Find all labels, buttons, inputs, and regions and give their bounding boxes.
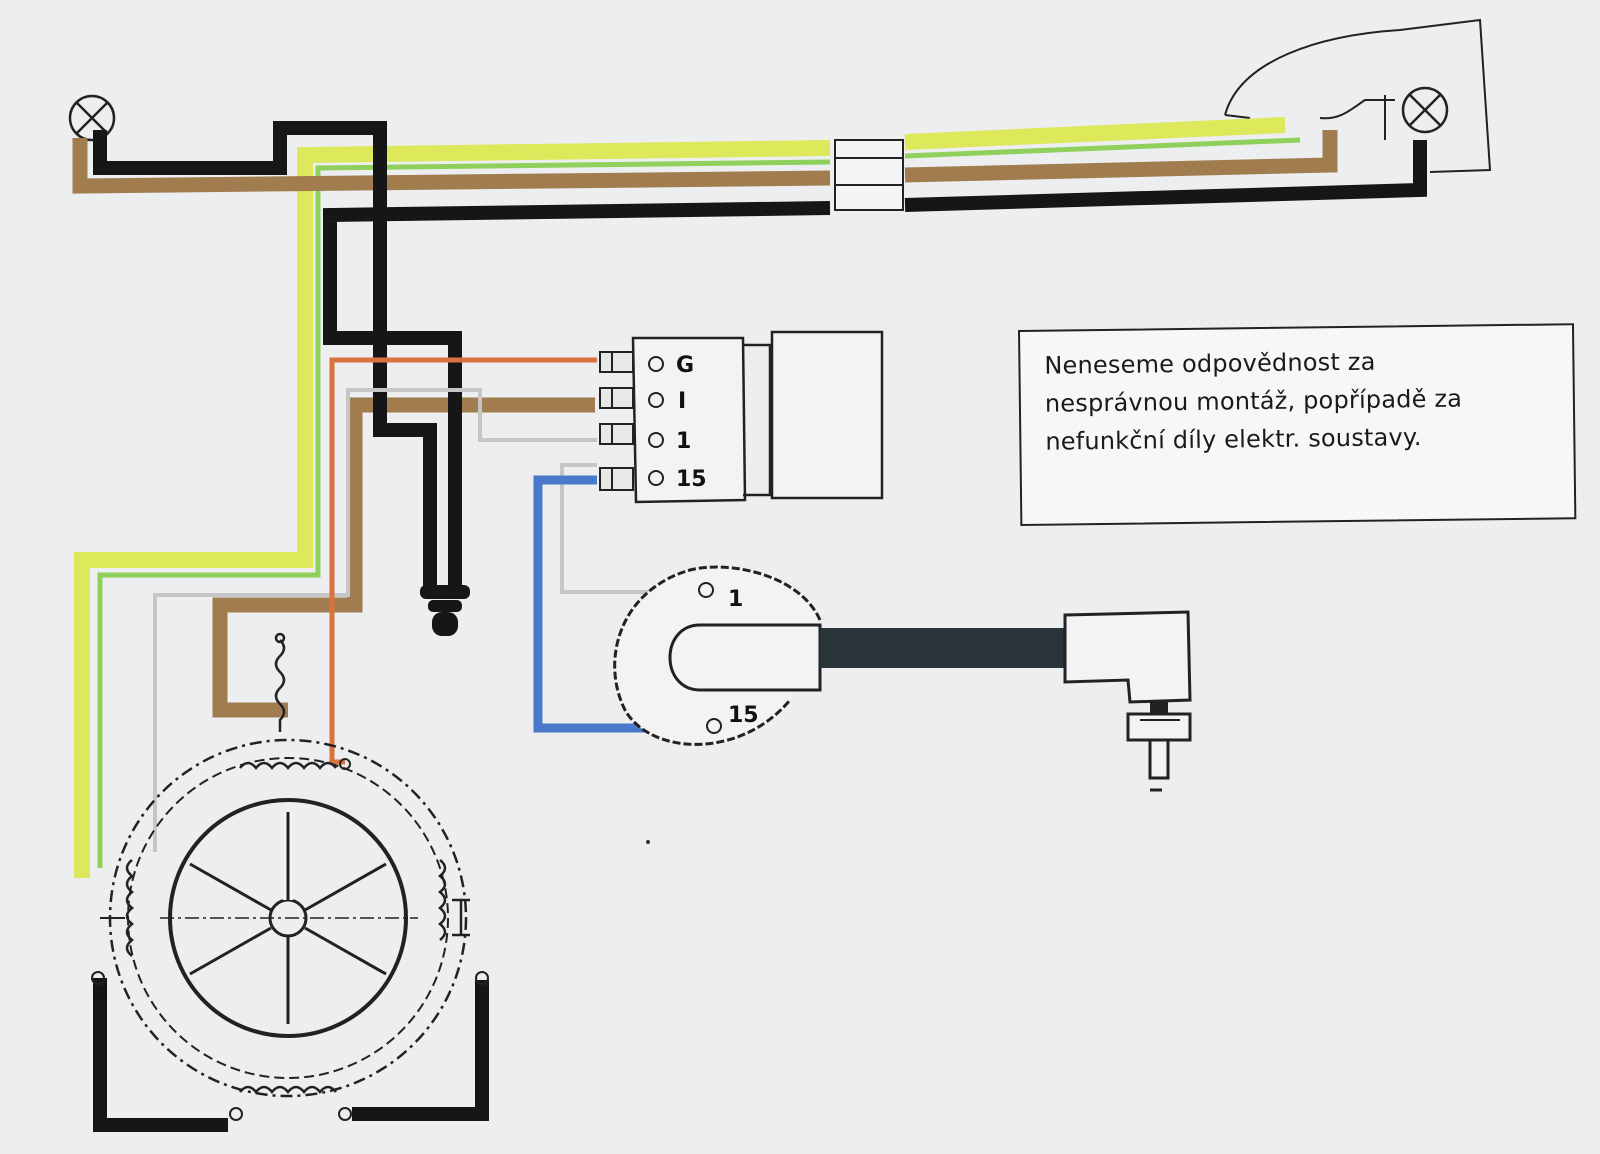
- wire-connector-block: [834, 139, 904, 211]
- wire-blue: [533, 475, 712, 733]
- horn-icon: [274, 632, 286, 732]
- wire-yellow: [74, 117, 1286, 878]
- disclaimer-line: Neneseme odpovědnost za: [1044, 347, 1376, 380]
- speck: [646, 840, 650, 844]
- wire-brown: [72, 130, 1338, 718]
- wire-black: [93, 121, 1427, 1132]
- disclaimer-line: nefunkční díly elektr. soustavy.: [1045, 423, 1422, 456]
- regulator-terminal-I: I: [678, 389, 686, 414]
- coil-terminal-1: 1: [728, 587, 743, 612]
- regulator-terminal-15: 15: [676, 467, 707, 492]
- headlight-bulb-icon: [68, 94, 116, 142]
- ground-connector-icon: [420, 585, 470, 636]
- wire-grey: [153, 388, 700, 852]
- spark-plug-icon: [1063, 610, 1192, 792]
- ignition-coil-icon: [613, 565, 1065, 746]
- regulator-terminal-G: G: [676, 353, 694, 378]
- wire-orange: [329, 357, 597, 765]
- wire-green: [97, 137, 1301, 868]
- regulator-icon: [599, 330, 884, 504]
- coil-terminal-15: 15: [728, 703, 759, 728]
- regulator-terminal-1: 1: [676, 429, 691, 454]
- disclaimer-line: nesprávnou montáž, popřípadě za: [1044, 384, 1463, 418]
- taillight-bulb-icon: [1224, 18, 1492, 173]
- generator-icon: [91, 738, 489, 1121]
- disclaimer-note: Neneseme odpovědnost za nesprávnou montá…: [1018, 323, 1577, 526]
